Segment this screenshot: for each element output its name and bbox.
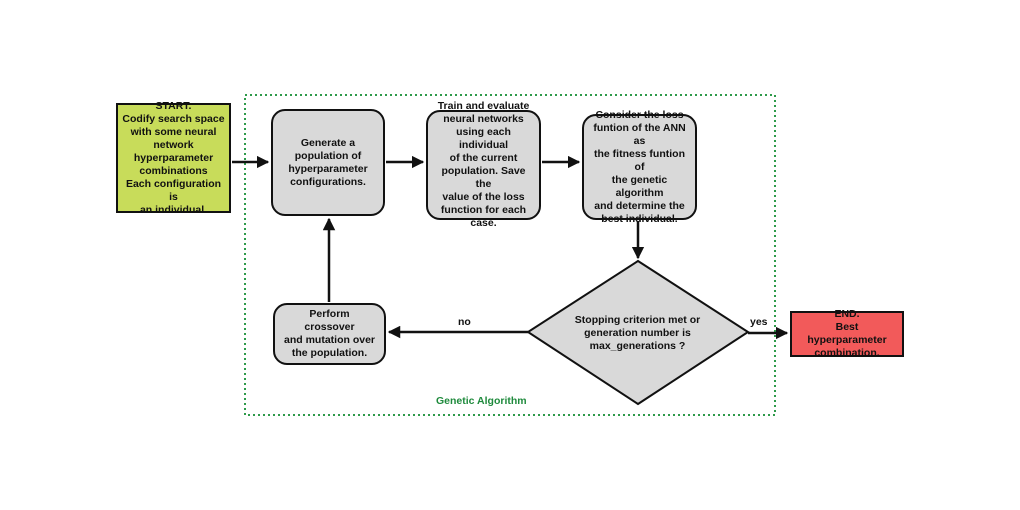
edge-label-yes: yes: [750, 316, 768, 328]
genetic-algorithm-group: [244, 94, 776, 416]
train-evaluate-text: Train and evaluate neural networks using…: [437, 100, 530, 229]
end-node-text: END. Best hyperparameter combination.: [807, 308, 887, 359]
generate-population-node: Generate a population of hyperparameter …: [271, 109, 385, 216]
decision-text: Stopping criterion met or generation num…: [574, 313, 701, 352]
decision-diamond: [526, 259, 750, 406]
start-node: START. Codify search space with some neu…: [116, 100, 231, 216]
end-node: END. Best hyperparameter combination.: [790, 308, 904, 359]
crossover-mutation-text: Perform crossover and mutation over the …: [283, 308, 375, 359]
generate-population-text: Generate a population of hyperparameter …: [288, 136, 368, 188]
genetic-algorithm-label: Genetic Algorithm: [436, 395, 527, 407]
train-evaluate-node: Train and evaluate neural networks using…: [426, 100, 541, 229]
start-node-text: START. Codify search space with some neu…: [122, 99, 225, 216]
crossover-mutation-node: Perform crossover and mutation over the …: [273, 303, 386, 365]
fitness-function-node: Consider the loss funtion of the ANN as …: [582, 109, 697, 225]
decision-node: Stopping criterion met or generation num…: [560, 306, 715, 360]
edge-label-no: no: [458, 316, 471, 328]
fitness-function-text: Consider the loss funtion of the ANN as …: [593, 108, 686, 225]
